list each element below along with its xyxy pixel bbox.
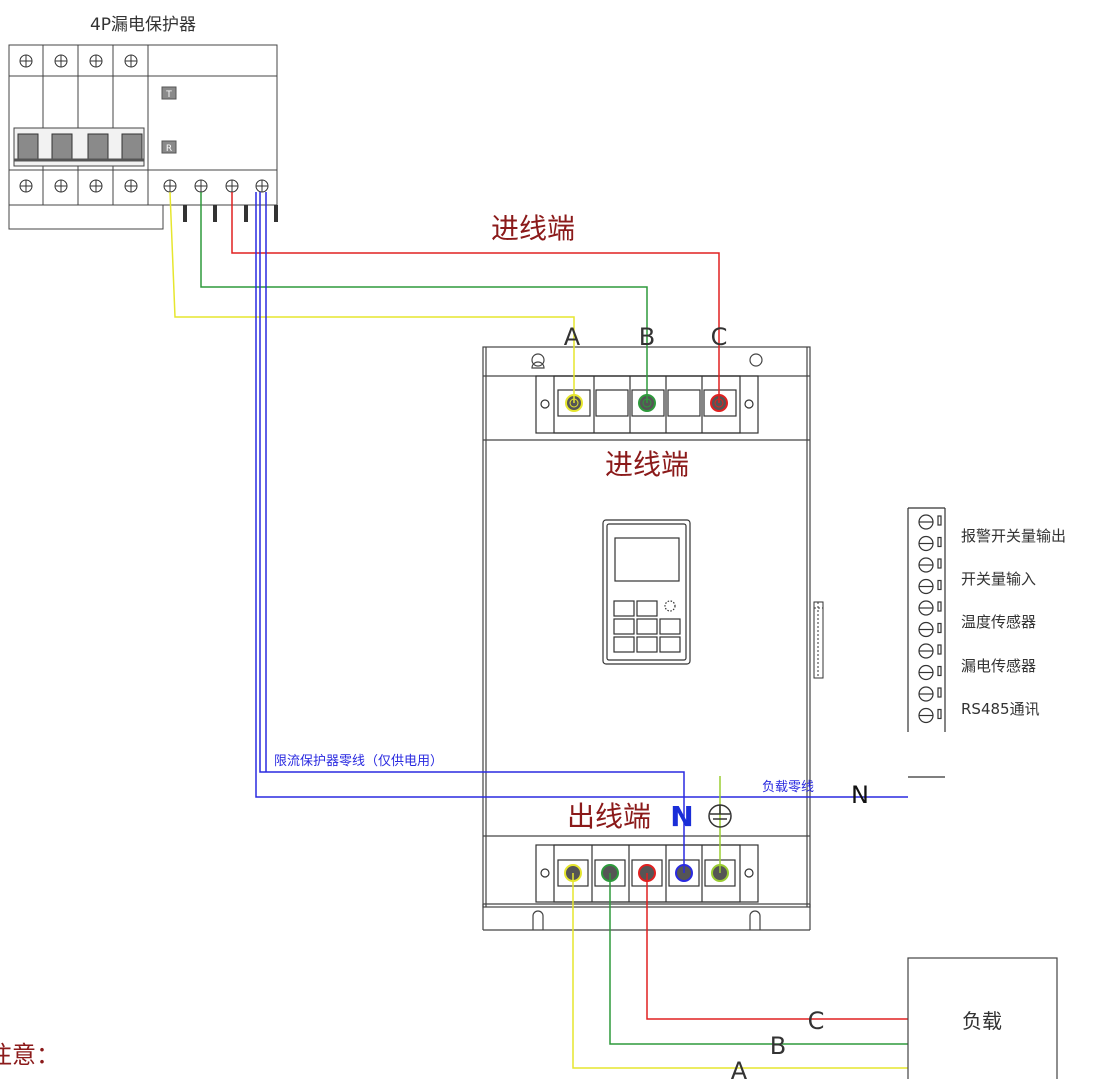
wires	[169, 191, 908, 1069]
breaker-lugs	[183, 205, 278, 222]
side-connector	[813, 601, 824, 679]
controller-body	[482, 346, 811, 931]
breaker-bottom-screws	[19, 179, 269, 193]
load-c-label: C	[808, 1007, 825, 1035]
terminal-item: 漏电传感器	[961, 657, 1036, 675]
control-terminal-block	[907, 507, 946, 778]
terminal-item: RS485通讯	[961, 700, 1040, 718]
note-label: 注意：	[0, 1041, 60, 1069]
test-button-label: T	[165, 90, 172, 100]
load-n-label: N	[851, 781, 869, 809]
test-button	[161, 86, 177, 100]
phase-b-label: B	[639, 323, 655, 351]
display-screen	[614, 537, 680, 582]
reset-button	[161, 140, 177, 154]
terminal-item: 报警开关量输出	[961, 527, 1066, 545]
phase-c-label: C	[711, 323, 728, 351]
terminal-item: 温度传感器	[961, 613, 1036, 631]
limit-neutral-label: 限流保护器零线（仅供电用）	[274, 754, 443, 769]
input-label-panel: 进线端	[605, 448, 689, 481]
breaker-title: 4P漏电保护器	[90, 15, 196, 35]
load-box	[907, 957, 1058, 1079]
load-b-label: B	[770, 1032, 786, 1060]
neutral-label-panel: N	[670, 800, 693, 833]
load-a-label: A	[731, 1057, 748, 1079]
phase-a-label: A	[564, 323, 581, 351]
input-label-top: 进线端	[491, 212, 575, 245]
control-panel	[602, 519, 691, 665]
load-neutral-label: 负载零线	[762, 780, 814, 795]
reset-button-label: R	[166, 144, 172, 154]
terminal-item: 开关量输入	[961, 570, 1036, 588]
ground-icon	[708, 804, 732, 828]
breaker-top-screws	[19, 54, 138, 68]
load-label: 负载	[962, 1009, 1002, 1033]
output-label-panel: 出线端	[567, 800, 651, 833]
control-terminal-screws	[918, 514, 942, 724]
leakage-breaker	[8, 44, 278, 230]
